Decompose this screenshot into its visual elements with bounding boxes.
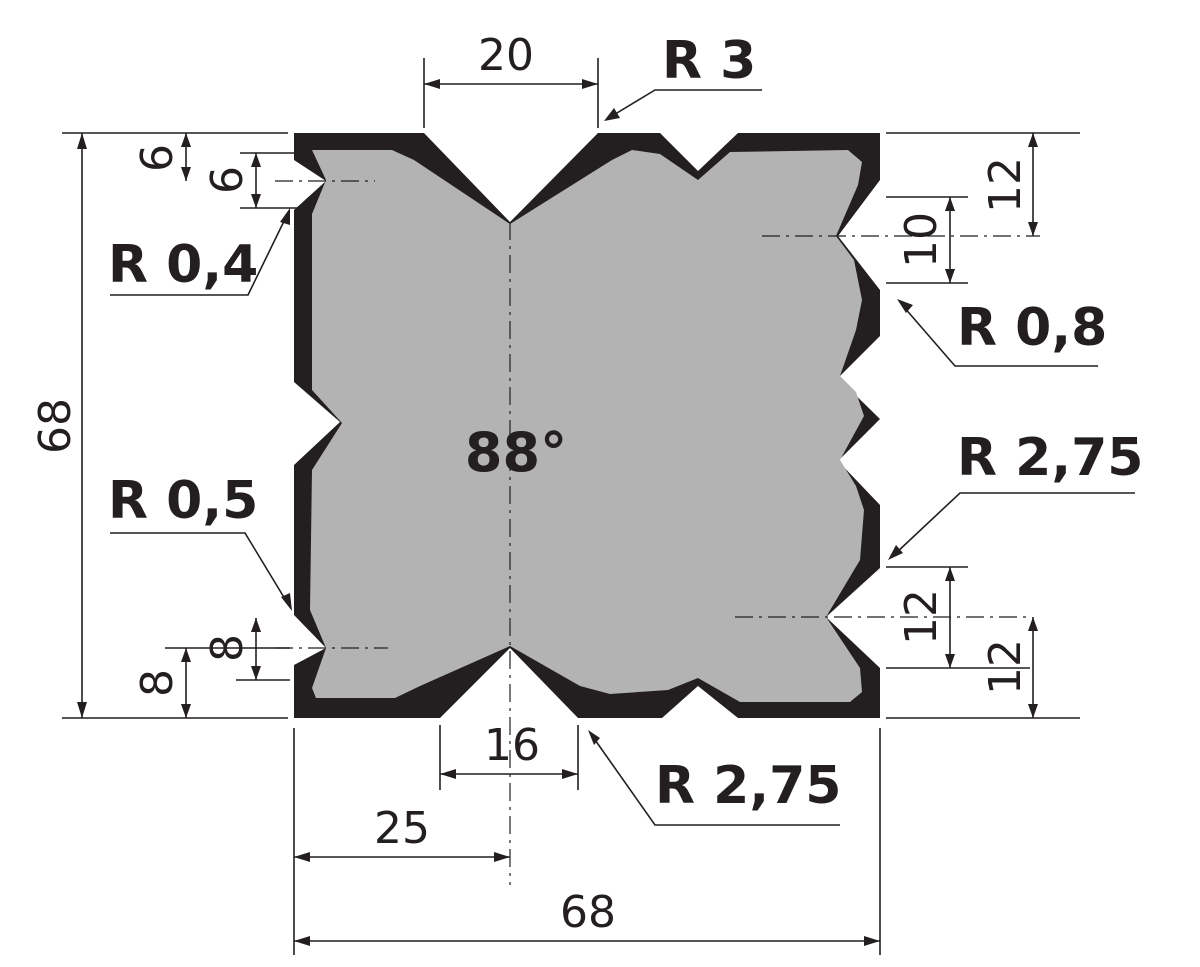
dim-left-top-b: 6 xyxy=(202,166,253,194)
dim-right-bottom-b: 12 xyxy=(980,639,1031,695)
dim-left-bottom-b: 8 xyxy=(202,634,253,662)
leader-lines xyxy=(110,89,1135,826)
radius-left-upper: R 0,4 xyxy=(108,235,258,295)
dim-left-bottom-a: 8 xyxy=(132,669,183,697)
dim-left-height: 68 xyxy=(30,398,81,454)
dim-right-top-b: 10 xyxy=(896,212,947,268)
radius-top: R 3 xyxy=(662,31,756,91)
dim-left-top-a: 6 xyxy=(132,144,183,172)
leader-arrowheads xyxy=(280,108,913,745)
radius-right-upper: R 0,8 xyxy=(957,298,1107,358)
dim-top-width: 20 xyxy=(478,30,534,81)
arrowheads xyxy=(77,79,1038,946)
dim-bottom-width: 16 xyxy=(484,720,540,771)
die-body xyxy=(310,150,864,702)
dim-bottom-total: 68 xyxy=(560,887,616,938)
extension-lines xyxy=(62,58,1080,955)
radius-left-lower: R 0,5 xyxy=(108,471,258,531)
dim-right-top-a: 12 xyxy=(980,157,1031,213)
dim-right-bottom-a: 12 xyxy=(896,589,947,645)
dim-bottom-offset: 25 xyxy=(374,803,430,854)
radius-right-lower: R 2,75 xyxy=(957,428,1143,488)
die-profile xyxy=(294,133,880,718)
angle-label: 88° xyxy=(465,421,567,484)
radius-bottom: R 2,75 xyxy=(655,756,841,816)
